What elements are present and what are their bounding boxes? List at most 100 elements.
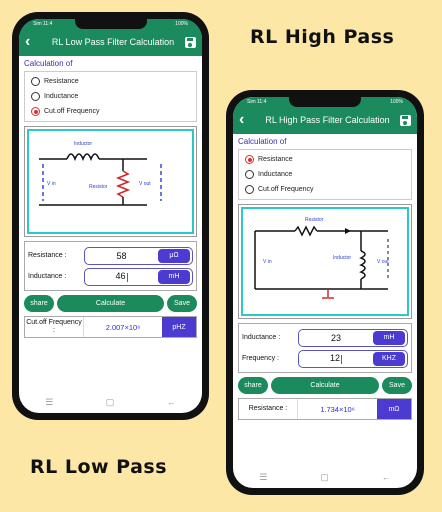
inductance-value: 23	[330, 332, 341, 343]
resistance-value: 58	[116, 250, 127, 261]
radio-selected-icon	[31, 107, 40, 116]
back-icon[interactable]: ←	[166, 397, 176, 407]
section-title: Calculation of	[24, 59, 73, 68]
calculation-options: Resistance Inductance Cut.off Frequency	[238, 149, 412, 200]
option-inductance[interactable]: Inductance	[31, 89, 190, 104]
inductance-row: Inductance : 23 mH	[242, 327, 408, 348]
resistance-row: Resistance : 58 μΩ	[28, 245, 193, 266]
inductance-input[interactable]: 46 mH	[84, 267, 193, 286]
home-icon[interactable]: ▢	[105, 396, 115, 407]
inductance-unit-button[interactable]: mH	[373, 330, 405, 345]
phone-low-pass: Sim 11:4 100% ‹ RL Low Pass Filter Calcu…	[12, 12, 209, 420]
share-button[interactable]: share	[238, 377, 268, 394]
inductance-label: Inductance :	[242, 334, 281, 341]
vin-label: V in	[47, 181, 56, 187]
save-button[interactable]: Save	[167, 295, 197, 312]
screen: Sim 11:4 100% ‹ RL Low Pass Filter Calcu…	[19, 19, 202, 413]
radio-icon	[31, 92, 40, 101]
calculate-button[interactable]: Calculate	[57, 295, 164, 312]
inductance-value-wrap: 46	[85, 271, 158, 282]
option-label: Resistance	[258, 156, 293, 163]
option-resistance[interactable]: Resistance	[31, 74, 190, 89]
inductor-label: Inductor	[333, 255, 351, 261]
frequency-value: 12	[329, 353, 340, 364]
nav-bar: ☰ ▢ ←	[19, 395, 202, 409]
status-battery: 100%	[175, 20, 188, 27]
calculation-options: Resistance Inductance Cut.off Frequency	[24, 71, 197, 122]
vout-label: V out	[377, 259, 389, 265]
save-icon[interactable]	[400, 114, 411, 126]
input-fields: Resistance : 58 μΩ Inductance : 46 mH	[24, 241, 197, 291]
back-arrow-icon[interactable]: ‹	[239, 111, 245, 128]
radio-icon	[245, 185, 254, 194]
inductance-row: Inductance : 46 mH	[28, 266, 193, 287]
high-pass-circuit-svg: Resistor Inductor V in V out	[254, 217, 389, 299]
frequency-unit-button[interactable]: KHZ	[373, 351, 405, 366]
circuit-diagram: Resistor Inductor V in V out	[241, 207, 409, 316]
result-unit-button[interactable]: pHZ	[162, 317, 196, 337]
action-buttons: share Calculate Save	[238, 377, 412, 394]
option-label: Inductance	[258, 171, 293, 178]
share-button[interactable]: share	[24, 295, 54, 312]
option-inductance[interactable]: Inductance	[245, 167, 405, 182]
result-label: Resistance :	[248, 405, 288, 412]
option-label: Cut.off Frequency	[258, 186, 314, 193]
resistance-label: Resistance :	[28, 252, 67, 259]
result-value: 2.007×10⁶	[83, 317, 162, 337]
inductance-input[interactable]: 23 mH	[298, 328, 408, 347]
phone-high-pass: Sim 11:4 100% ‹ RL High Pass Filter Calc…	[226, 90, 424, 495]
app-title: RL High Pass Filter Calculation	[265, 115, 390, 125]
nav-bar: ☰ ▢ ←	[233, 470, 417, 484]
save-button[interactable]: Save	[382, 377, 412, 394]
app-bar: ‹ RL High Pass Filter Calculation	[233, 106, 417, 134]
status-time: Sim 11:4	[33, 20, 53, 27]
result-label: Cut.off Frequency :	[26, 319, 82, 334]
resistance-input[interactable]: 58 μΩ	[84, 246, 193, 265]
inductance-unit-button[interactable]: mH	[158, 269, 190, 284]
camera-notch	[74, 19, 147, 29]
section-title: Calculation of	[238, 137, 287, 146]
text-caret	[126, 272, 128, 282]
frequency-row: Frequency : 12 KHZ	[242, 348, 408, 369]
result-row: Resistance : 1.734×10⁶ mΩ	[238, 398, 412, 420]
option-label: Inductance	[44, 93, 79, 100]
frequency-value-wrap: 12	[299, 353, 373, 364]
circuit-frame: Resistor Inductor V in V out	[238, 204, 412, 319]
result-row: Cut.off Frequency : 2.007×10⁶ pHZ	[24, 316, 197, 338]
radio-icon	[31, 77, 40, 86]
app-bar: ‹ RL Low Pass Filter Calculation	[19, 28, 202, 56]
option-cutoff-frequency[interactable]: Cut.off Frequency	[31, 104, 190, 119]
menu-icon[interactable]: ☰	[259, 471, 268, 482]
app-title: RL Low Pass Filter Calculation	[51, 37, 175, 47]
home-icon[interactable]: ▢	[320, 471, 329, 482]
option-resistance[interactable]: Resistance	[245, 152, 405, 167]
back-icon[interactable]: ←	[381, 472, 391, 482]
radio-selected-icon	[245, 155, 254, 164]
save-icon[interactable]	[185, 36, 196, 48]
circuit-frame: Inductor Resistor V in V out	[24, 126, 197, 237]
text-caret	[341, 354, 342, 364]
option-cutoff-frequency[interactable]: Cut.off Frequency	[245, 182, 405, 197]
low-pass-circuit-svg: Inductor Resistor V in V out	[39, 141, 162, 206]
resistance-unit-button[interactable]: μΩ	[158, 248, 190, 263]
menu-icon[interactable]: ☰	[45, 396, 54, 407]
status-time: Sim 11:4	[247, 98, 267, 105]
frequency-input[interactable]: 12 KHZ	[298, 349, 408, 368]
input-fields: Inductance : 23 mH Frequency : 12 KHZ	[238, 323, 412, 373]
radio-icon	[245, 170, 254, 179]
status-battery: 100%	[390, 98, 403, 105]
back-arrow-icon[interactable]: ‹	[25, 33, 31, 50]
inductance-value: 46	[115, 271, 126, 282]
option-label: Cut.off Frequency	[44, 108, 100, 115]
caption-low-pass: RL Low Pass	[30, 456, 168, 478]
vin-label: V in	[263, 259, 272, 265]
frequency-label: Frequency :	[242, 355, 279, 362]
result-value: 1.734×10⁶	[297, 399, 377, 419]
inductance-label: Inductance :	[28, 273, 67, 280]
screen: Sim 11:4 100% ‹ RL High Pass Filter Calc…	[233, 97, 417, 488]
resistor-label: Resistor	[305, 217, 324, 223]
camera-notch	[289, 97, 361, 107]
result-unit-button[interactable]: mΩ	[377, 399, 411, 419]
vout-label: V out	[139, 181, 151, 187]
calculate-button[interactable]: Calculate	[271, 377, 379, 394]
